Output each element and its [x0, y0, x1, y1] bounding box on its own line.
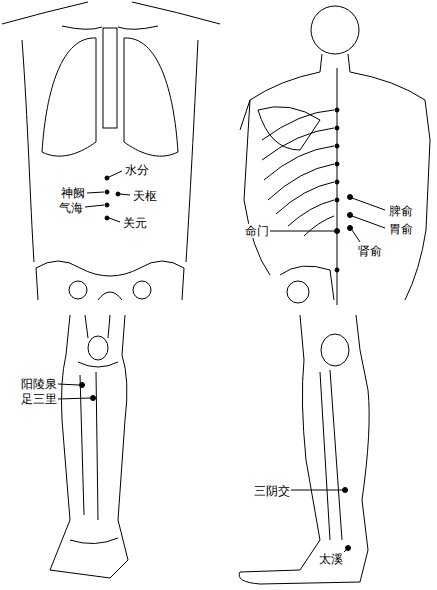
acupoint-label: 脾俞: [388, 204, 414, 218]
acupoint-label: 命门: [244, 224, 270, 238]
acupoint-label: 天枢: [132, 189, 158, 203]
acupoint-label: 肾俞: [357, 244, 383, 258]
acupoint-label: 三阴交: [253, 484, 291, 498]
side-leg: [239, 315, 369, 584]
acupoint-label: 胃俞: [388, 222, 414, 236]
back-figure: [240, 6, 430, 305]
acupoint-label: 关元: [122, 216, 148, 230]
acupoint-label: 太溪: [318, 552, 344, 566]
acupoint-label: 足三里: [20, 392, 58, 406]
acupoint-label: 气海: [58, 201, 84, 215]
front-leg: [50, 315, 128, 578]
acupoint-label: 神阙: [60, 186, 86, 200]
acupoint-label: 水分: [124, 163, 150, 177]
front-torso: [2, 2, 220, 300]
acupoint-label: 阳陵泉: [20, 377, 58, 391]
